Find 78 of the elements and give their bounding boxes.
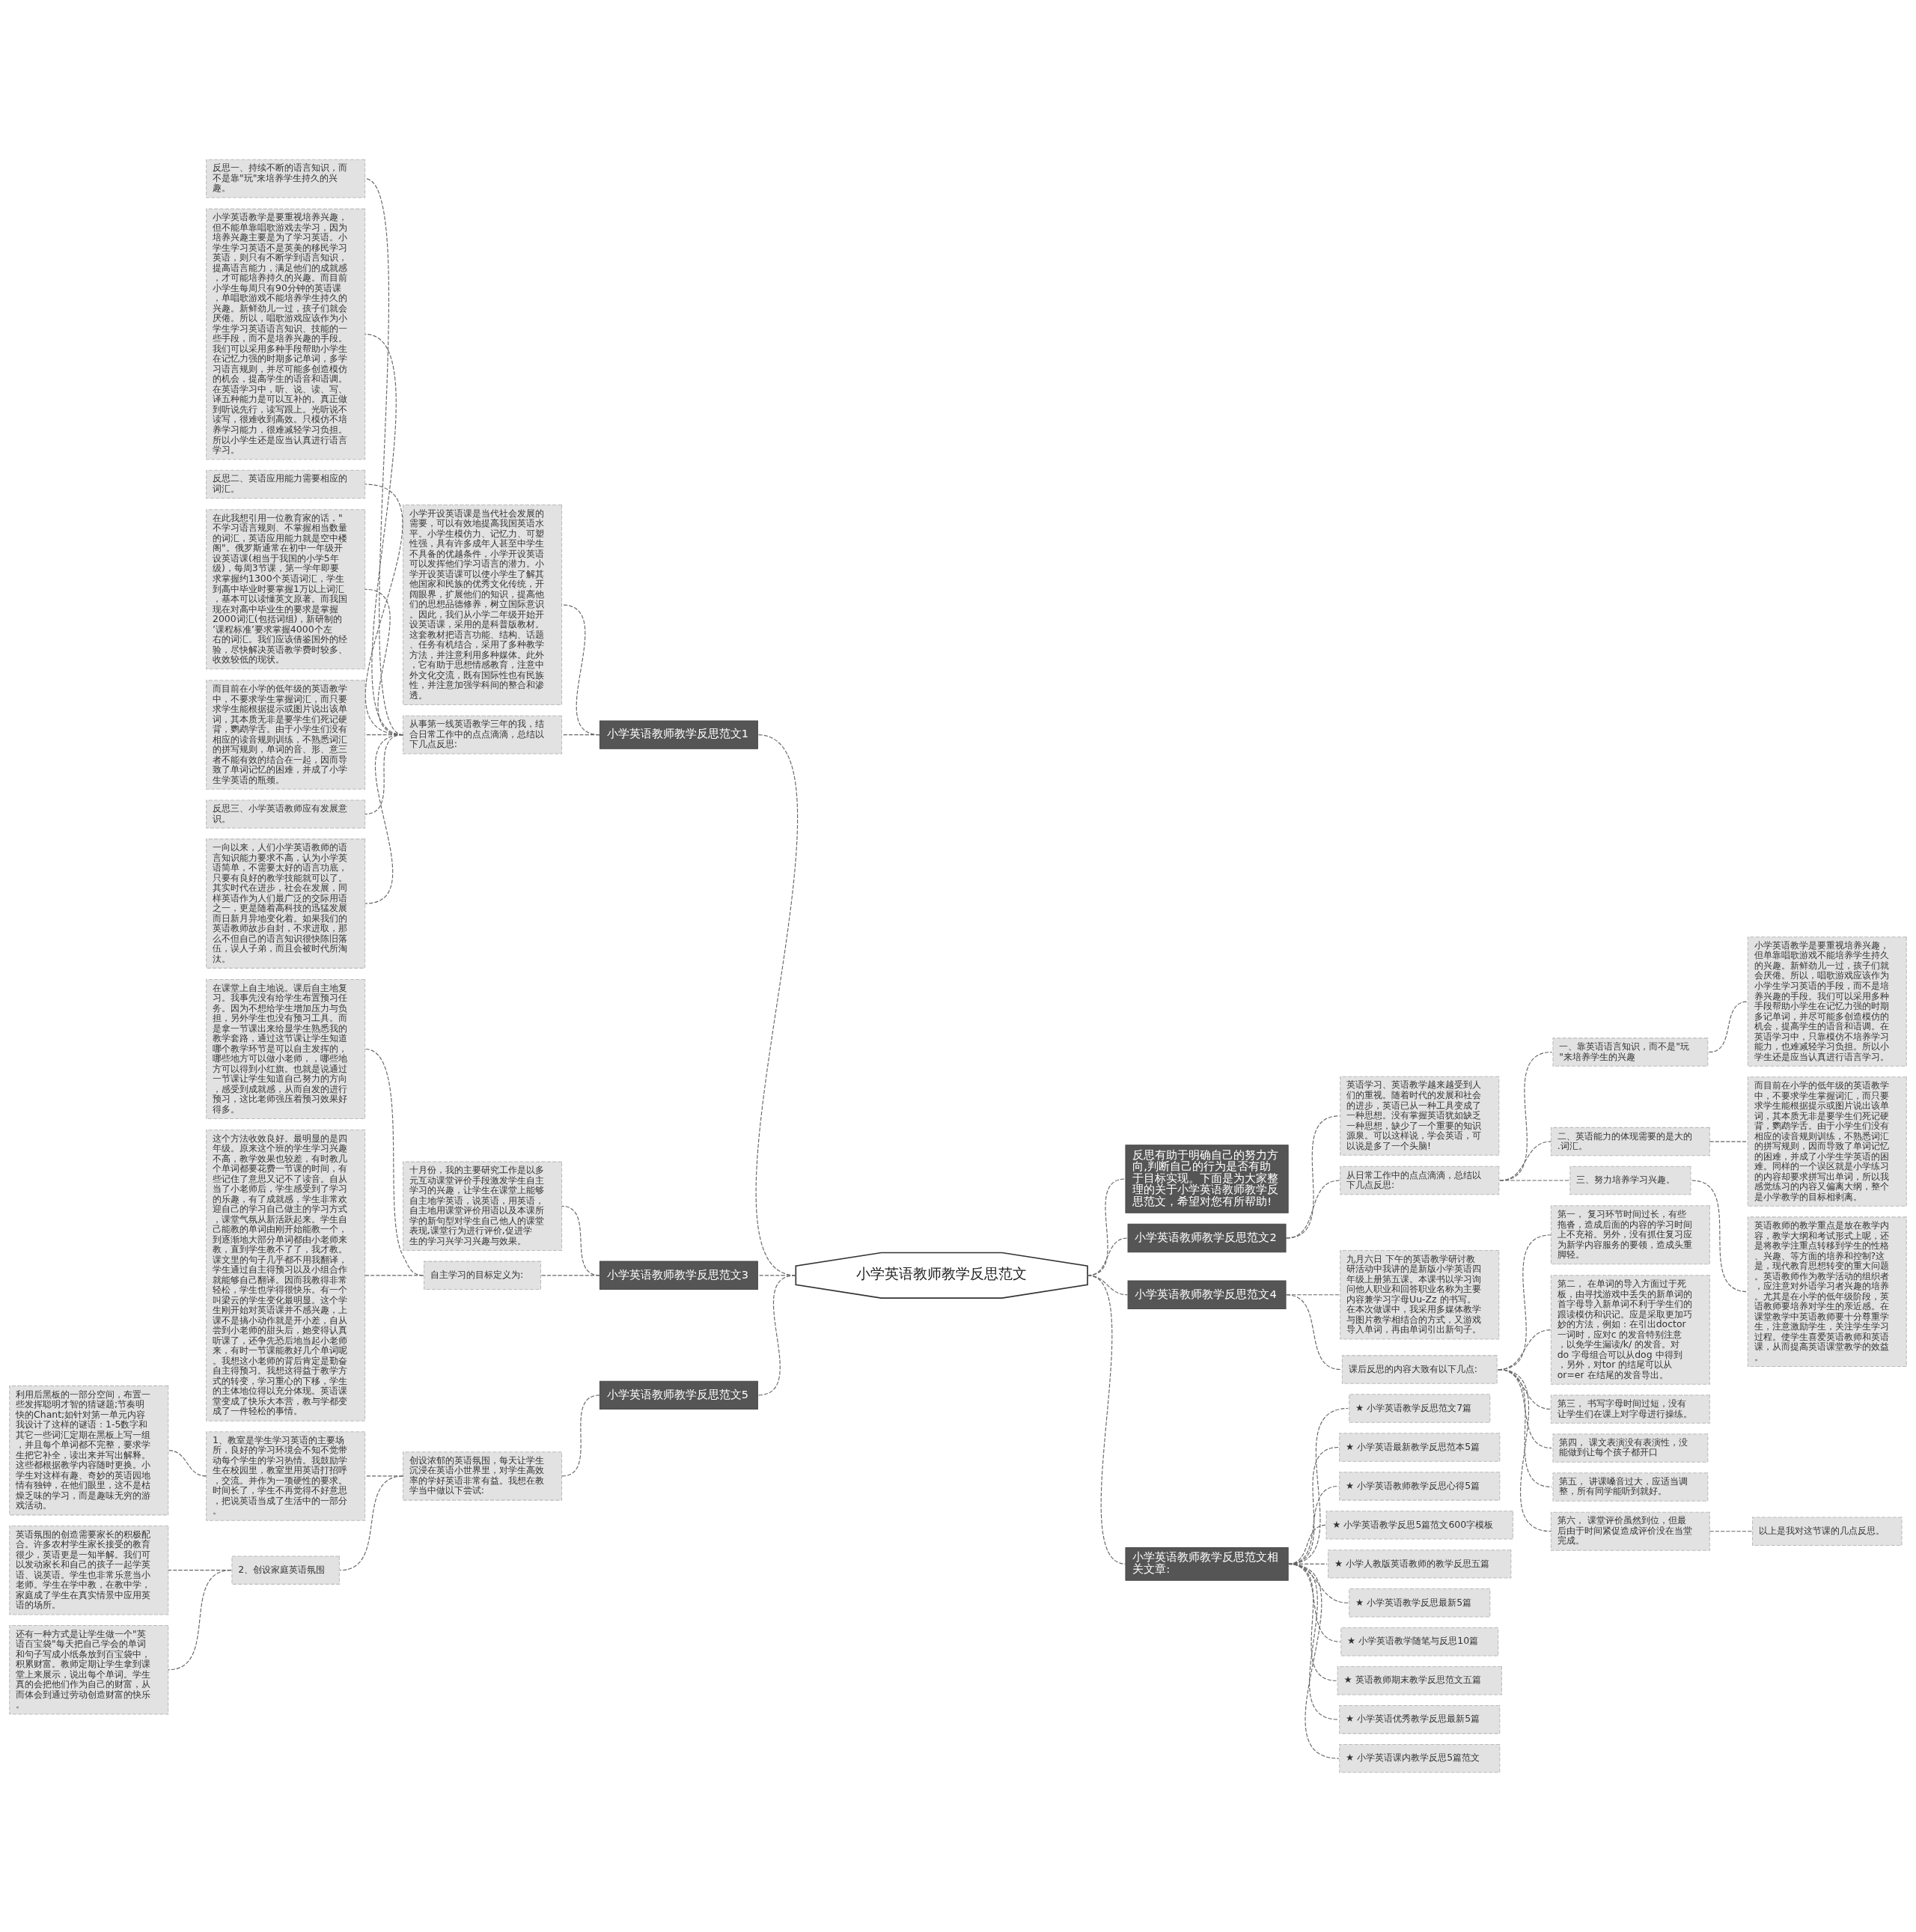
- connector: [1709, 1141, 1748, 1142]
- connector: [755, 734, 799, 1276]
- node-box: 小学英语教学是要重视培养兴趣，但单靠唱歌游戏不能培养学生持久的兴趣。新鲜劲儿一过，孩子们就会厌倦。所以，唱歌游戏应该作为小学生学习英语的手段，而不是培养兴趣的手段。我们可以采用多种手段帮助小学生在记忆力强的时期多记单词，并尽可能多创造模仿的机会，提高学生的语音和语调。在英语学习中，只靠模仿不培养学习能力，也难减轻学习负担。所以小学生还是应当认真进行语言学习。: [1747, 936, 1907, 1067]
- connector: [561, 604, 601, 736]
- node-box: 在课堂上自主地说。课后自主地复习。我事先没有给学生布置预习任务。因为不想给学生增加压力与负担，另外学生也没有预习工具。而是拿一节课出来给显学生熟悉我的教学套路，通过这节课让学生知道哪个教学环节是可以自主发挥的，哪些地方可以做小老师，，哪些地方可以得到小红旗。也就是说通过一节课让学生知道自己努力的方向，感受到成就感，从而自发的进行预习，这比老师强压着预习效果好得多。: [206, 978, 366, 1119]
- node-box: ★ 小学英语优秀教学反思最新5篇: [1339, 1704, 1501, 1734]
- node-box: 小学英语教学是要重视培养兴趣，但不能单靠唱歌游戏去学习，因为培养兴趣主要是为了学习英语。小学生学习英语不是英美的移民学习英语，则只有不断学到语言知识，提高语言能力，满足他们的成就感，才可能培养持久的兴趣。而目前小学生每周只有90分钟的英语课，单唱歌游戏不能培养学生持久的兴趣。新鲜劲儿一过，孩子们就会厌倦。所以，唱歌游戏应该作为小学生学习英语语言知识、技能的一些手段，而不是培养兴趣的手段。我们可以采用多种手段帮助小学生在记忆力强的时期多记单词，多学习语言规则，并尽可能多创造模仿的机会，提高学生的语音和语调。在英语学习中，听、说、读、写、译五种能力是可以互补的。真正做到听说先行，读写跟上。光听说不读写，很难收到高效。只模仿不培养学习能力，很难减轻学习负担。所以小学生还是应当认真进行语言学习。: [206, 208, 366, 460]
- connector: [364, 484, 404, 736]
- connector: [364, 1275, 424, 1276]
- node-box: 三、努力培养学习兴趣。: [1569, 1165, 1691, 1195]
- node-box: 而目前在小学的低年级的英语教学中，不要求学生掌握词汇，而只要求学生能根据提示或图片说出该单词，其本质无非是要学生们死记硬背，鹦鹉学舌。由于小学生们没有相应的读音规则训练，不熟悉词汇的拼写规则，单词的音、形、意三者不能有效的结合在一起，因而导致了单词记忆的困难，并成了小学生学英语的瓶颈。: [206, 680, 366, 790]
- node-box: ★ 小学英语教师教学反思心得5篇: [1339, 1472, 1501, 1501]
- node-box: 第六， 课堂评价虽然到位，但最后由于时间紧促造成评价没在当堂完成。: [1550, 1511, 1710, 1551]
- node-box: 1、教室是学生学习英语的主要场所，良好的学习环境会不知不觉带动每个学生的学习热情。我鼓励学生在校园里，教室里用英语打招呼，交流。并作为一项硬性的要求。时间长了，学生不再觉得不好意思，把说英语当成了生活中的一部分。: [206, 1431, 366, 1521]
- node-box: 第二， 在单词的导入方面过于死板，由寻找游戏中丢失的新单词的首字母导入新单词不利于学生们的跟读模仿和识记。应是采取更加巧妙的方法，例如：在引出doctor 一词时，应对c 的发音特别注意，以免学生漏读/k/ 的发音。对do 字母组合可以从dog 中得到，另外，对tor 的结尾可以从or=er 在结尾的发音导出。: [1550, 1275, 1710, 1385]
- node-box: 而目前在小学的低年级的英语教学中，不要求学生掌握词汇，而只要求学生能根据提示或图片说出该单词，其本质无非是要学生们死记硬背，鹦鹉学舌。由于小学生们没有相应的读音规则训练，不熟悉词汇的拼写规则，因而导致了单词记忆的困难，并成了小学生学英语的困难。同样的一个误区就是小学练习的内容却要求拼写出单词，所以我感觉练习的内容又偏离大纲，整个是小学教学的目标相剥离。: [1747, 1076, 1907, 1207]
- connector: [1087, 1275, 1126, 1564]
- node-box: 小学英语教师教学反思范文1: [599, 720, 758, 749]
- connector: [757, 1275, 796, 1396]
- node-box: 英语教师的教学重点是放在教学内容，教学大纲和考试形式上呢，还是将教学注重点转移到学生的性格、兴趣、等方面的培养和控制?这是，现代教育思想转变的重大问题。英语教师作为教学活动的组织者，应注意对外语学习者兴趣的培养。尤其是在小学的低年级阶段，英语教师要培养对学生的亲近感。在课堂教学中英语教师要十分尊重学生，注意激励学生，关注学生学习过程。使学生喜爱英语教师和英语课，从而提高英语课堂教学的效益。: [1747, 1216, 1907, 1367]
- node-box: 第三， 书写字母时间过短，没有让学生们在课上对字母进行操练。: [1550, 1395, 1710, 1424]
- connector: [364, 734, 404, 904]
- node-box: 反思二、英语应用能力需要相应的词汇。: [206, 469, 366, 499]
- connector: [1498, 1369, 1552, 1532]
- node-box: 第五， 讲课嗓音过大，应适当调整，所有同学能听到就好。: [1552, 1472, 1709, 1502]
- node-box: 二、英语能力的体现需要的是大的.词汇。: [1550, 1127, 1710, 1157]
- connector: [1708, 1001, 1748, 1053]
- connector: [339, 1475, 404, 1571]
- node-box: 小学英语教师教学反思范文2: [1127, 1223, 1287, 1253]
- node-box: ★ 小学英语教学反思最新5篇: [1349, 1588, 1491, 1618]
- connector: [1691, 1180, 1748, 1293]
- node-box: ★ 小学英语最新教学反思范本5篇: [1339, 1433, 1501, 1462]
- node-box: 小学英语教师教学反思范文4: [1127, 1280, 1287, 1310]
- connector: [168, 1570, 232, 1671]
- node-box: 反思有助于明确自己的努力方向,判断自己的行为是否有助于目标实现。下面是为大家整理的关于小学英语教师教学反思范文，希望对您有所帮助!: [1125, 1145, 1289, 1213]
- connector: [1287, 1563, 1340, 1759]
- node-box: ★ 小学人教版英语教师的教学反思五篇: [1328, 1549, 1512, 1579]
- node-box: 以上是我对这节课的几点反思。: [1752, 1517, 1903, 1546]
- connector: [561, 734, 601, 736]
- node-box: 第四， 课文表演没有表演性，没能做到让每个孩子都开口: [1552, 1433, 1709, 1463]
- node-box: 在此我想引用一位教育家的话，"不学习语言规则、不掌握相当数量的词汇，英语应用能力就是空中楼阁"。俄罗斯通常在初中一年级开设英语课(相当于我国的小学5年级)，每周3节课，第一学年即要求掌握约1300个英语词汇，学生到高中毕业时要掌握1万以上词汇，基本可以读懂英文原著。而我国现在对高中毕业生的要求是掌握2000词汇(包括词组)，新研制的’课程标准’要求掌握4000个左右的词汇。我们应该借鉴国外的经验，尽快解决英语教学费时较多、收效较低的现状。: [206, 509, 366, 670]
- node-box: ★ 小学英语教学反思范文7篇: [1349, 1394, 1491, 1423]
- node-box: 反思三、小学英语教师应有发展意识。: [206, 799, 366, 829]
- node-box: 第一， 复习环节时间过长，有些拖沓，造成后面的内容的学习时间上不充裕。另外，没有抓住复习应为新学内容服务的要领，造成头重脚轻。: [1550, 1205, 1710, 1265]
- node-box: ★ 小学英语课内教学反思5篇范文: [1339, 1743, 1501, 1773]
- node-box: 课后反思的内容大致有以下几点:: [1341, 1355, 1498, 1384]
- node-box: 创设浓郁的英语氛围，每天让学生沉浸在英语小世界里，对学生高效率的学好英语非常有益。我想在教学当中做以下尝试:: [403, 1451, 563, 1501]
- connector: [561, 1395, 601, 1477]
- node-box: 一、靠英语语言知识，而不是"玩"来培养学生的兴趣: [1552, 1037, 1709, 1067]
- connector: [540, 1275, 601, 1276]
- node-box: ★ 小学英语教学随笔与反思10篇: [1340, 1627, 1499, 1657]
- connector: [364, 333, 404, 736]
- node-box: 小学英语教师教学反思范文相关文章:: [1125, 1547, 1289, 1581]
- connector: [168, 1450, 207, 1477]
- node-box: 自主学习的目标定义为:: [424, 1261, 541, 1290]
- node-box: 小学开设英语课是当代社会发展的需要，可以有效地提高我国英语水平。小学生模仿力、记忆力、可塑性强，具有许多成年人甚至中学生不具备的优越条件，小学开设英语可以发挥他们学习语言的潜力。小学开设英语课可以使小学生了解其他国家和民族的优秀文化传统，开阔眼界，扩展他们的知识，提高他们的思想品德修养，树立国际意识。因此，我们从小学二年级开始开设英语课，采用的是科普版教材。这套教材把语言功能、结构、话题、任务有机结合，采用了多种教学方法，并注意利用多种媒体。此外，它有助于思想情感教育，注意中外文化交流，既有国际性也有民族性，并注意加强学科间的整合和渗透。: [403, 505, 563, 706]
- connector: [364, 178, 404, 736]
- node-box: 一向以来，人们小学英语教师的语言知识能力要求不高，认为小学英语简单，不需要太好的语言功底，只要有良好的教学技能就可以了。其实时代在进步，社会在发展，同样英语作为人们最广泛的交际用语之一，更是随着高科技的迅猛发展而日新月异地变化着。如果我们的英语教师故步自封，不求进取，那么不但自己的语言知识很快陈旧落伍，误人子弟，而且会被时代所淘汰。: [206, 838, 366, 969]
- node-box: 反思一、持续不断的语言知识，而不是靠"玩"来培养学生持久的兴趣。: [206, 159, 366, 198]
- node-box: 九月六日 下午的英语教学研讨教研活动中我讲的是新版小学英语四年级上册第五课。本课书以学习询问他人职业和回答职业名称为主要内容兼学习字母Uu-Zz 的书写。在本次做课中，我采用多媒体教学与图片教学相结合的方式，又游戏导入单词，再由单词引出新句子。: [1340, 1250, 1500, 1340]
- connector: [1285, 1115, 1340, 1239]
- node-box: 英语学习、英语教学越来越受到人们的重视。随着时代的发展和社会的进步，英语已从一种工具变成了一种思想。没有掌握英语犹如缺乏一种思想，缺少了一个重要的知识源泉。可以这样说，学会英语，可以说是多了一个头脑!: [1340, 1076, 1500, 1156]
- node-box: 2、创设家庭英语氛围: [231, 1555, 340, 1585]
- node-box: 从日常工作中的点点滴滴，总结以下几点反思:: [1340, 1165, 1500, 1195]
- node-box: ★ 英语教师期末教学反思范文五篇: [1337, 1666, 1502, 1695]
- connector: [1285, 1180, 1340, 1239]
- node-box: 还有一种方式是让学生做一个"英语百宝袋"每天把自己学会的单词和句子写成小纸条放到百宝袋中，积累财富。教师定期让学生拿到课堂上来展示，说出每个单词。学生真的会把他们作为自己的财富，从而体会到通过劳动创造财富的快乐。: [9, 1624, 169, 1715]
- node-box: 英语氛围的创造需要家长的积极配合。许多农村学生家长接受的教育很少，英语更是一知半解。我们可以发动家长和自己的孩子一起学英语、说英语。学生也非常乐意当小老师。学生在学中教，在教中学，家庭成了学生在真实情景中应用英语的场所。: [9, 1525, 169, 1615]
- connector: [364, 1048, 424, 1276]
- connector: [1499, 1180, 1569, 1181]
- node-box: 这个方法收效良好。最明显的是四年级。原来这个班的学生学习兴趣不高，教学效果也较差，有时教几个单词都要花费一节课的时间，有些记住了意思又记不了读音。自从当了小老师后，学生感受到了学习的乐趣，有了成就感，学生非常欢迎自己的学习自己做主的学习方式，课堂气氛从新活跃起来。学生自己能教的单词由刚开始能教一个，到逐渐地大部分单词都由小老师来教，直到学生教不了了，我才教。课文里的句子几乎都不用我翻译，学生通过自主得预习以及小组合作就能够自己翻译。因而我教得非常轻松，学生也学得很快乐。有一个叫梁云的学生变化最明显。这个学生刚开始对英语课并不感兴趣，上课不是搞小动作就是开小差，自从尝到小老师的甜头后，她变得认真听课了，还争先恐后地当起小老师来，有时一节课能教好几个单词呢。我想这小老师的背后肯定是勤奋自主得预习。我想这得益于教学方式的转变，学习重心的下移，学生的主体地位得以充分体现。英语课堂变成了快乐大本营，教与学都变成了一件轻松的事情。: [206, 1130, 366, 1421]
- node-box: 从事第一线英语教学三年的我，结合日常工作中的点点滴滴，总结以下几点反思:: [403, 715, 563, 755]
- connector: [1285, 1294, 1342, 1371]
- node-box: 小学英语教师教学反思范文3: [599, 1261, 758, 1290]
- node-box: 十月份，我的主要研究工作是以多元互动课堂评价手段激发学生自主学习的兴趣，让学生在课堂上能够自主地学英语，说英语，用英语，自主地用课堂评价用语以及本课所学的新句型对学生自己他人的课堂表现,课堂行为进行评价,促进学生的学习兴学习兴趣与效果。: [403, 1161, 563, 1252]
- node-box: 小学英语教师教学反思范文5: [599, 1380, 758, 1410]
- node-box: ★ 小学英语教学反思5篇范文600字模板: [1325, 1511, 1513, 1540]
- node-box: 利用后黑板的一部分空间，布置一些发挥聪明才智的猜谜题;节奏明快的Chant;如针对第一单元内容我设计了这样的谜语：1-5数字和其它一些词汇定期在黑板上写一组，并且每个单词都不完整，要求学生把它补全，读出来并写出解释。这些都根据教学内容随时更换。小学生对这样有趣、奇妙的英语园地情有独钟，在他们眼里，这不是枯燥乏味的学习，而是趣味无穷的游戏活动。: [9, 1385, 169, 1516]
